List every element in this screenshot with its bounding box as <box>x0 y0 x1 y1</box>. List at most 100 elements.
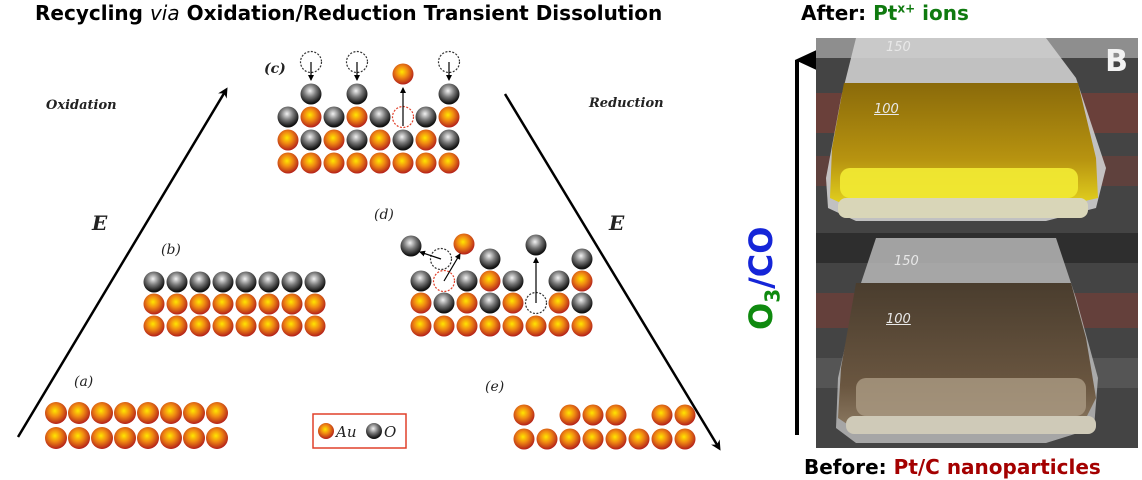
o-atom <box>415 106 437 128</box>
top-flask <box>826 38 1106 221</box>
au-atom <box>68 427 90 449</box>
au-atom <box>189 315 211 337</box>
legend-o-swatch <box>366 423 382 439</box>
o-atom <box>369 106 391 128</box>
au-atom <box>114 427 136 449</box>
au-atom <box>559 428 581 450</box>
o-atom <box>323 106 345 128</box>
legend-o-label: O <box>384 423 396 441</box>
au-atom <box>235 315 257 337</box>
o-atom <box>300 83 322 105</box>
figure-title: Recycling via Oxidation/Reduction Transi… <box>35 1 662 25</box>
au-atom <box>410 292 432 314</box>
au-atom <box>183 427 205 449</box>
au-atom <box>212 315 234 337</box>
au-atom <box>502 292 524 314</box>
o-atom <box>304 271 326 293</box>
o-atom <box>438 83 460 105</box>
au-atom <box>369 129 391 151</box>
top-flask-mark-100: 100 <box>874 102 899 117</box>
co-part: /CO <box>742 226 780 289</box>
top-flask-mark-150: 150 <box>886 40 911 55</box>
au-atom <box>369 152 391 174</box>
o-atom <box>479 248 501 270</box>
au-vacancy <box>432 269 456 293</box>
o-atom <box>456 270 478 292</box>
panel-e-label: (e) <box>485 379 504 395</box>
o-atom <box>548 270 570 292</box>
before-label: Before: Pt/C nanoparticles <box>804 455 1101 479</box>
au-atom <box>479 315 501 337</box>
o3-subscript: 3 <box>760 288 785 303</box>
o-vacancy <box>429 247 453 271</box>
au-atom <box>651 428 673 450</box>
au-atom <box>258 293 280 315</box>
au-atom <box>114 402 136 424</box>
au-atom <box>559 404 581 426</box>
au-atom <box>143 315 165 337</box>
au-atom <box>206 402 228 424</box>
au-atom <box>548 292 570 314</box>
au-atom <box>189 293 211 315</box>
o-atom <box>212 271 234 293</box>
au-atom <box>45 402 67 424</box>
au-atom <box>628 428 650 450</box>
au-atom <box>346 106 368 128</box>
o-desorption-arrow <box>419 250 442 260</box>
au-atom <box>91 427 113 449</box>
au-atom <box>183 402 205 424</box>
au-atom <box>300 106 322 128</box>
redeposited-au-atom <box>453 233 475 255</box>
bottom-flask-mark-100: 100 <box>886 312 911 327</box>
au-atom <box>392 152 414 174</box>
panel-b-letter: B <box>1105 44 1128 79</box>
au-atom <box>160 427 182 449</box>
o-atom <box>400 235 422 257</box>
au-atom <box>410 315 432 337</box>
reduction-arrow <box>503 93 721 451</box>
au-atom <box>160 402 182 424</box>
panel-d-label: (d) <box>374 207 394 223</box>
au-atom <box>415 152 437 174</box>
au-atom <box>212 293 234 315</box>
bottom-flask <box>836 238 1098 443</box>
panel-b-label: (b) <box>161 242 181 258</box>
au-atom <box>277 129 299 151</box>
au-atom <box>674 428 696 450</box>
au-atom <box>456 315 478 337</box>
au-atom <box>206 427 228 449</box>
before-prefix: Before: <box>804 455 887 479</box>
o-vacancy <box>345 50 369 74</box>
au-atom <box>300 152 322 174</box>
au-atom <box>91 402 113 424</box>
o-atom <box>392 129 414 151</box>
panel-c-label: (c) <box>264 61 286 77</box>
title-suffix: Oxidation/Reduction Transient Dissolutio… <box>186 1 663 25</box>
au-atom <box>304 315 326 337</box>
bottom-flask-mark-150: 150 <box>894 254 919 269</box>
panel-a-label: (a) <box>74 374 93 390</box>
au-atom <box>571 270 593 292</box>
oxidation-arrow <box>16 87 228 438</box>
au-atom <box>433 315 455 337</box>
o-atom <box>277 106 299 128</box>
au-atom <box>525 315 547 337</box>
o-atom <box>502 270 524 292</box>
legend: Au O <box>312 413 407 449</box>
au-atom <box>605 404 627 426</box>
au-atom <box>651 404 673 426</box>
o-atom <box>346 83 368 105</box>
o-atom <box>525 234 547 256</box>
au-atom <box>137 402 159 424</box>
left-axis-e: E <box>91 211 108 235</box>
title-prefix: Recycling <box>35 1 143 25</box>
title-italic: via <box>149 1 180 25</box>
after-label: After: Ptx+ ions <box>801 1 969 25</box>
au-atom <box>235 293 257 315</box>
au-atom <box>346 152 368 174</box>
o-atom <box>479 292 501 314</box>
reduction-label: Reduction <box>588 96 664 111</box>
flask-photo-drawing <box>816 38 1138 448</box>
top-flask-stirbar-region <box>840 168 1078 198</box>
